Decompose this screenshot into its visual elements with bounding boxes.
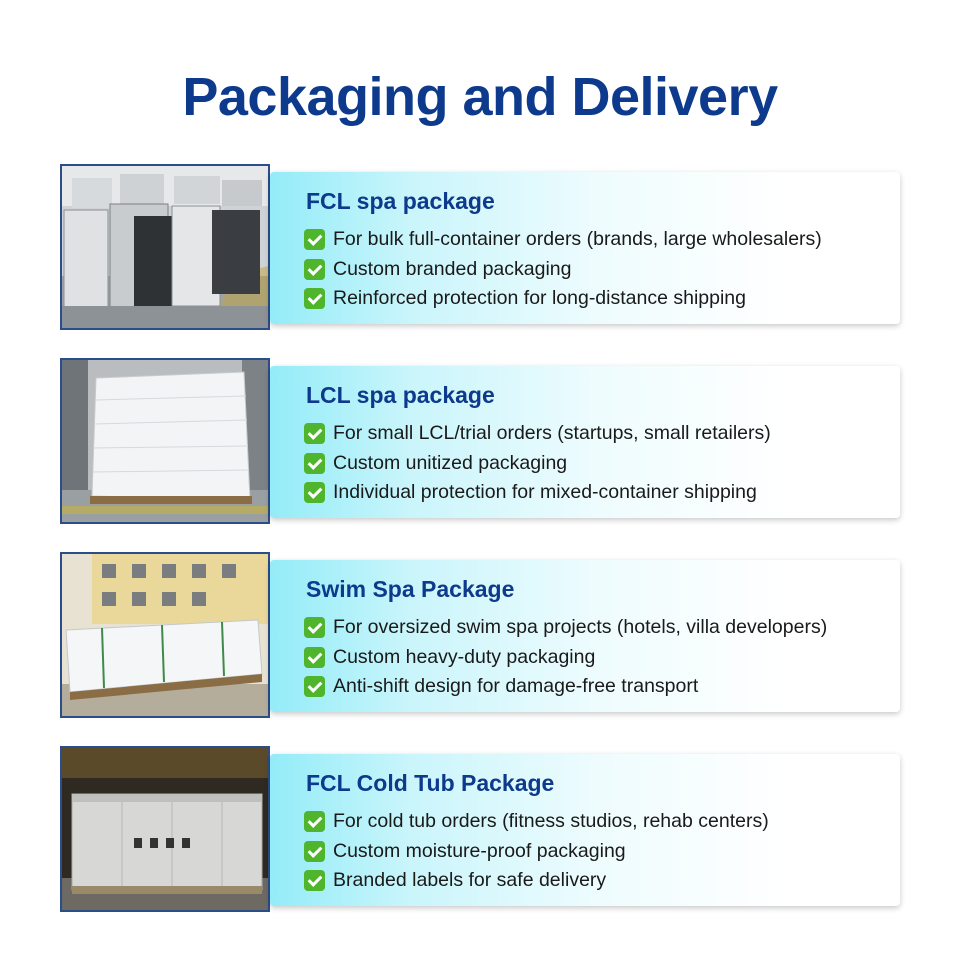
package-title: LCL spa package [306, 382, 495, 408]
feature-list: For small LCL/trial orders (startups, sm… [304, 419, 771, 508]
feature-text: Reinforced protection for long-distance … [333, 287, 746, 310]
wrapped-swim-spa-icon [62, 554, 268, 716]
feature-list: For cold tub orders (fitness studios, re… [304, 807, 769, 896]
check-icon [304, 840, 325, 862]
feature-item: Anti-shift design for damage-free transp… [304, 672, 827, 702]
feature-text: Custom branded packaging [333, 257, 572, 280]
feature-text: For small LCL/trial orders (startups, sm… [333, 422, 771, 445]
check-icon [304, 811, 325, 833]
check-icon [304, 482, 325, 504]
wrapped-swim-spa-photo [60, 552, 270, 718]
feature-text: For oversized swim spa projects (hotels,… [333, 616, 828, 639]
feature-text: Custom heavy-duty packaging [333, 645, 596, 668]
package-card: FCL Cold Tub Package For cold tub orders… [270, 754, 900, 906]
check-icon [304, 452, 325, 474]
feature-text: For cold tub orders (fitness studios, re… [333, 810, 769, 833]
package-row-fcl-spa: FCL spa package For bulk full-container … [60, 164, 902, 330]
package-card: Swim Spa Package For oversized swim spa … [270, 560, 900, 712]
feature-item: Custom unitized packaging [304, 449, 771, 479]
feature-list: For bulk full-container orders (brands, … [304, 225, 822, 314]
package-row-fcl-cold-tub: FCL Cold Tub Package For cold tub orders… [60, 746, 902, 912]
wooden-crate-icon [62, 748, 268, 910]
stacked-spa-crates-photo [60, 164, 270, 330]
feature-item: Individual protection for mixed-containe… [304, 478, 771, 508]
check-icon [304, 423, 325, 445]
package-title: FCL Cold Tub Package [306, 770, 555, 796]
check-icon [304, 870, 325, 892]
feature-text: For bulk full-container orders (brands, … [333, 228, 822, 251]
feature-list: For oversized swim spa projects (hotels,… [304, 613, 827, 702]
feature-item: Reinforced protection for long-distance … [304, 284, 822, 314]
feature-text: Individual protection for mixed-containe… [333, 481, 757, 504]
feature-item: For cold tub orders (fitness studios, re… [304, 807, 769, 837]
check-icon [304, 617, 325, 639]
wooden-crate-photo [60, 746, 270, 912]
check-icon [304, 229, 325, 251]
wrapped-spa-icon [62, 360, 268, 522]
package-row-lcl-spa: LCL spa package For small LCL/trial orde… [60, 358, 902, 524]
feature-text: Branded labels for safe delivery [333, 869, 607, 892]
feature-item: Branded labels for safe delivery [304, 866, 769, 896]
feature-item: Custom moisture-proof packaging [304, 837, 769, 867]
check-icon [304, 258, 325, 280]
package-card: LCL spa package For small LCL/trial orde… [270, 366, 900, 518]
package-card: FCL spa package For bulk full-container … [270, 172, 900, 324]
check-icon [304, 676, 325, 698]
stacked-spa-crates-icon [62, 166, 268, 328]
feature-item: Custom branded packaging [304, 255, 822, 285]
check-icon [304, 646, 325, 668]
package-title: Swim Spa Package [306, 576, 515, 602]
feature-text: Anti-shift design for damage-free transp… [333, 675, 699, 698]
wrapped-spa-photo [60, 358, 270, 524]
package-title: FCL spa package [306, 188, 495, 214]
page-title: Packaging and Delivery [182, 67, 778, 127]
feature-item: Custom heavy-duty packaging [304, 643, 827, 673]
feature-item: For oversized swim spa projects (hotels,… [304, 613, 827, 643]
feature-text: Custom moisture-proof packaging [333, 839, 626, 862]
package-row-swim-spa: Swim Spa Package For oversized swim spa … [60, 552, 902, 718]
feature-text: Custom unitized packaging [333, 451, 568, 474]
feature-item: For small LCL/trial orders (startups, sm… [304, 419, 771, 449]
feature-item: For bulk full-container orders (brands, … [304, 225, 822, 255]
check-icon [304, 288, 325, 310]
